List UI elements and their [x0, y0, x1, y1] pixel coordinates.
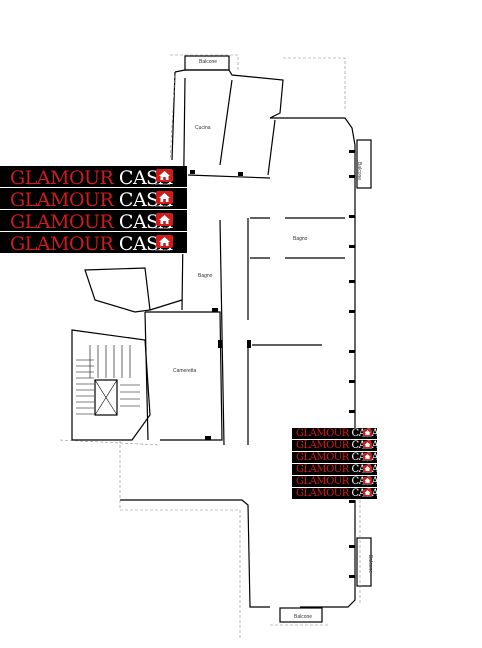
watermark-logo: GLAMOUR CASA immobiliare	[292, 452, 377, 464]
room-label-bagno-upper: Bagno	[293, 236, 308, 242]
watermark-logo: GLAMOUR CASA immobiliare	[292, 440, 377, 452]
watermark-logo: GLAMOUR CASA immobiliare	[292, 464, 377, 476]
room-label-balcone-bottom: Balcone	[294, 614, 313, 620]
brand-first-word: GLAMOUR	[296, 452, 349, 463]
brand-tagline: immobiliare	[362, 484, 373, 486]
brand-tagline: immobiliare	[155, 226, 171, 230]
watermark-stack-small: GLAMOUR CASA immobiliare GLAMOUR CASA im…	[292, 428, 377, 500]
watermark-logo: GLAMOUR CASA immobiliare	[292, 488, 377, 500]
brand-first-word: GLAMOUR	[296, 488, 349, 499]
brand-tagline: immobiliare	[155, 204, 171, 208]
watermark-stack-large: GLAMOUR CASA immobiliare GLAMOUR CASA im…	[0, 166, 187, 254]
stair-core	[94, 379, 118, 416]
balcony-right-upper	[356, 139, 372, 189]
room-label-cucina: Cucina	[195, 125, 211, 131]
room-label-balcone-top: Balcone	[199, 59, 218, 65]
house-icon	[156, 191, 173, 204]
wall-kitchen-bottom	[187, 174, 271, 179]
brand-first-word: GLAMOUR	[10, 233, 114, 254]
balcony-right-lower	[356, 537, 372, 587]
balcony-bottom	[279, 607, 323, 623]
room-label-cameretta: Cameretta	[173, 368, 197, 374]
house-icon	[363, 453, 372, 460]
cameretta-walls	[145, 311, 223, 441]
house-icon	[363, 477, 372, 484]
house-icon	[156, 235, 173, 248]
brand-first-word: GLAMOUR	[10, 189, 114, 210]
brand-tagline: immobiliare	[362, 496, 373, 498]
house-icon	[363, 489, 372, 496]
watermark-logo: GLAMOUR CASA immobiliare	[0, 232, 187, 254]
stair-treads	[76, 345, 140, 416]
brand-tagline: immobiliare	[155, 248, 171, 252]
house-icon	[156, 213, 173, 226]
brand-tagline: immobiliare	[362, 472, 373, 474]
stairwell	[71, 329, 151, 441]
bath-bottom	[149, 299, 183, 311]
brand-tagline: immobiliare	[155, 182, 171, 186]
watermark-logo: GLAMOUR CASA immobiliare	[0, 210, 187, 232]
wall-upper	[174, 69, 284, 119]
house-icon	[156, 169, 173, 182]
brand-first-word: GLAMOUR	[296, 476, 349, 487]
brand-first-word: GLAMOUR	[10, 211, 114, 232]
watermark-logo: GLAMOUR CASA immobiliare	[0, 188, 187, 210]
watermark-logo: GLAMOUR CASA immobiliare	[0, 166, 187, 188]
wall-right-upper	[270, 117, 356, 470]
walls	[71, 55, 372, 623]
windows	[190, 150, 355, 578]
watermark-logo: GLAMOUR CASA immobiliare	[292, 428, 377, 440]
stairwell-upper	[84, 267, 151, 313]
brand-tagline: immobiliare	[362, 436, 373, 438]
brand-tagline: immobiliare	[362, 448, 373, 450]
room-label-balcone-right-upper: Balcone	[356, 162, 362, 181]
brand-tagline: immobiliare	[362, 460, 373, 462]
brand-first-word: GLAMOUR	[296, 428, 349, 439]
brand-first-word: GLAMOUR	[296, 440, 349, 451]
brand-first-word: GLAMOUR	[296, 464, 349, 475]
wall-kitchen-right2	[267, 119, 276, 176]
corridor-left-wall	[219, 219, 225, 446]
watermark-logo: GLAMOUR CASA immobiliare	[292, 476, 377, 488]
house-icon	[363, 441, 372, 448]
room-label-bagno-lower: Bagno	[198, 273, 213, 279]
house-icon	[363, 465, 372, 472]
dashed-boundary	[59, 54, 361, 640]
wall-bottom	[120, 499, 270, 608]
room-label-balcone-right-lower: Balcone	[367, 555, 373, 574]
brand-first-word: GLAMOUR	[10, 167, 114, 188]
wall-kitchen-right	[219, 79, 233, 166]
house-icon	[363, 429, 372, 436]
wall-right-lower	[300, 490, 356, 608]
